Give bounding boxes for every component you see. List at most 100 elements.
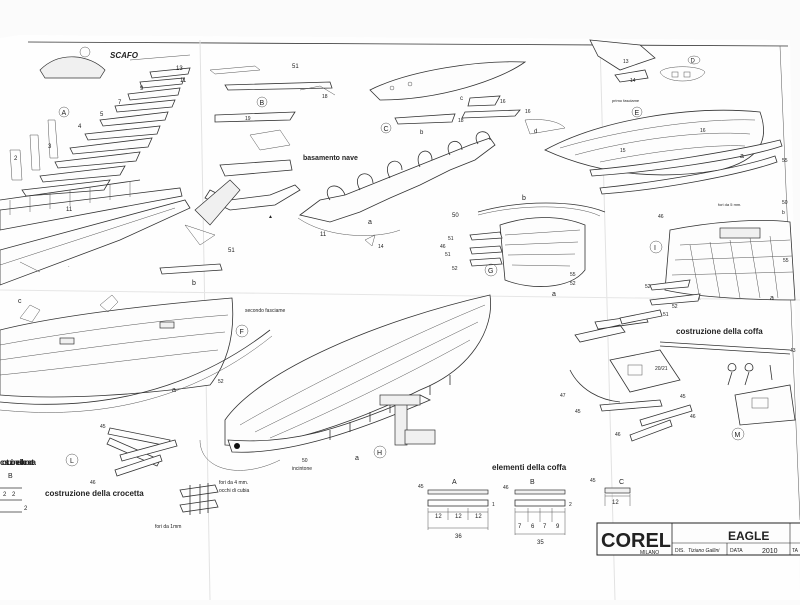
deck-plate-drawing	[369, 61, 527, 101]
svg-text:7: 7	[518, 524, 522, 530]
svg-text:5: 5	[100, 112, 104, 118]
coffa-elements-section: elementi della coffa A 45 1 12 12 12 36 …	[418, 463, 631, 546]
svg-text:c: c	[18, 298, 22, 305]
svg-text:DIS.: DIS.	[675, 548, 685, 554]
svg-text:12: 12	[455, 514, 462, 520]
svg-text:50: 50	[782, 200, 788, 206]
svg-text:H: H	[377, 450, 382, 457]
svg-text:7: 7	[118, 100, 122, 106]
step-e-parts: primo fasciame E a 55 15 16	[544, 98, 788, 195]
brand-logo-text: COREL	[601, 530, 671, 552]
svg-text:2: 2	[24, 506, 28, 512]
svg-text:a: a	[770, 295, 774, 302]
sailor-figure-drawing	[39, 56, 106, 79]
svg-text:16: 16	[700, 128, 706, 134]
svg-text:L: L	[70, 458, 74, 465]
step-g-hull-drawing: fori da 4 mm. occhi di cubia 50 incinton…	[199, 294, 492, 494]
svg-text:2: 2	[14, 156, 18, 162]
svg-text:12: 12	[475, 514, 482, 520]
svg-text:6: 6	[531, 524, 535, 530]
svg-text:fori da 1mm: fori da 1mm	[155, 524, 181, 530]
scafo-title: SCAFO	[110, 51, 139, 60]
svg-text:14: 14	[630, 78, 636, 84]
svg-text:C: C	[619, 479, 624, 486]
crocetta-title-partial: costruzione della crocetta	[0, 458, 37, 467]
svg-text:3: 3	[48, 144, 52, 150]
title-block: COREL MILANO EAGLE DIS. Tiziano Gallini …	[596, 522, 800, 556]
svg-text:I: I	[654, 245, 656, 252]
sheet-border-top	[27, 41, 789, 47]
svg-text:13: 13	[623, 59, 629, 65]
svg-text:51: 51	[663, 312, 669, 318]
svg-text:▲: ▲	[268, 214, 273, 220]
svg-text:fori da 5 mm.: fori da 5 mm.	[718, 202, 741, 207]
svg-text:55: 55	[782, 158, 788, 164]
step-marker-g	[373, 445, 387, 459]
svg-text:45: 45	[590, 478, 596, 484]
svg-text:12: 12	[612, 500, 619, 506]
hawse-hole-marker	[234, 443, 240, 449]
svg-text:45: 45	[100, 424, 106, 430]
svg-text:35: 35	[537, 540, 544, 546]
step-marker-c	[380, 122, 392, 134]
svg-text:15: 15	[620, 148, 626, 154]
svg-text:46: 46	[90, 480, 96, 486]
step-m-coffa-drawing: 51 costruzione della coffa 43 20/21 47 4…	[560, 309, 796, 442]
svg-text:1: 1	[492, 502, 495, 508]
coffa-elements-title: elementi della coffa	[492, 463, 567, 472]
svg-text:a: a	[552, 291, 556, 298]
svg-text:·: ·	[68, 264, 70, 270]
svg-text:b: b	[420, 130, 424, 136]
paper-sheet	[0, 35, 800, 600]
svg-text:55: 55	[570, 272, 576, 278]
step-marker-d	[687, 55, 701, 65]
svg-text:45: 45	[680, 394, 686, 400]
svg-text:incintone: incintone	[292, 466, 312, 472]
svg-text:b: b	[782, 210, 785, 216]
svg-text:MILANO: MILANO	[640, 550, 659, 556]
svg-text:2: 2	[569, 502, 572, 508]
plan-year: 2010	[762, 548, 778, 555]
step-b-parts: 51 18 19 B	[209, 64, 336, 123]
svg-text:C: C	[384, 126, 389, 133]
step-marker-m	[731, 427, 745, 441]
svg-text:B: B	[8, 473, 13, 480]
step-marker-b	[256, 96, 268, 108]
step-marker-f	[235, 324, 249, 338]
svg-text:52: 52	[570, 281, 576, 287]
svg-text:primo fasciame: primo fasciame	[612, 98, 640, 103]
svg-text:G: G	[488, 268, 493, 275]
svg-text:occhi di cubia: occhi di cubia	[219, 488, 250, 494]
svg-text:52: 52	[452, 266, 458, 272]
svg-text:50: 50	[302, 458, 308, 464]
step-marker-e	[631, 106, 643, 118]
basamento-title: basamento nave	[303, 155, 358, 162]
designer-name: Tiziano Gallini	[688, 548, 720, 554]
hull-frames-drawing	[21, 67, 191, 197]
svg-text:2: 2	[12, 492, 16, 498]
svg-text:11: 11	[66, 207, 73, 213]
svg-text:47: 47	[560, 393, 566, 399]
svg-text:51: 51	[228, 248, 235, 254]
svg-text:F: F	[240, 329, 244, 336]
svg-text:46: 46	[503, 485, 509, 491]
model-name: EAGLE	[728, 529, 769, 543]
svg-text:M: M	[735, 432, 741, 439]
svg-text:b: b	[192, 280, 196, 287]
element-a-drawing: A 45 1 12 12 12 36	[418, 479, 495, 540]
step-c-parts: c 16 18 16 d C b 11 a 14	[297, 61, 566, 250]
svg-text:B: B	[260, 100, 265, 107]
svg-text:12: 12	[435, 514, 442, 520]
step-marker-a	[58, 106, 70, 118]
svg-text:A: A	[452, 479, 457, 486]
svg-text:50: 50	[452, 213, 459, 219]
svg-text:4: 4	[78, 124, 82, 130]
svg-text:51: 51	[292, 64, 299, 70]
step-marker-i	[649, 240, 663, 254]
crocetta-title: costruzione della crocetta	[45, 489, 144, 498]
step-d-parts: 13 14 D	[589, 39, 706, 84]
svg-text:a: a	[740, 153, 744, 160]
element-c-drawing: C 45 12	[590, 478, 631, 506]
svg-text:46: 46	[658, 214, 664, 220]
